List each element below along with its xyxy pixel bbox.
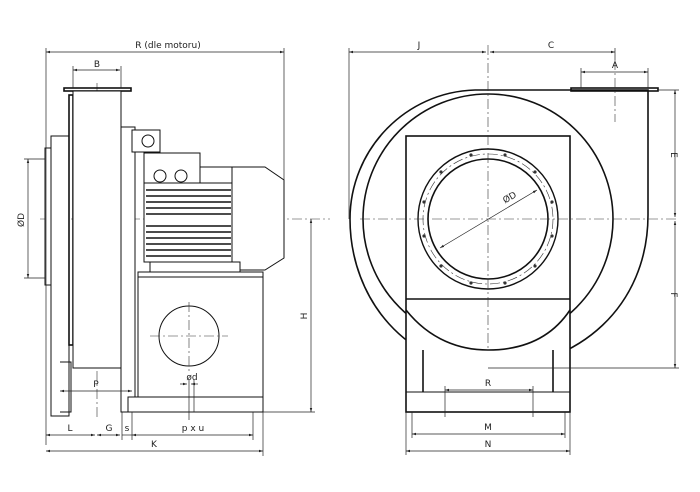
outlet-flange xyxy=(570,87,659,92)
side-view: R (dle motoru) B ØD H P ød L G s p x u K xyxy=(16,41,330,456)
bearing-circle xyxy=(141,134,155,148)
dim-label-s: s xyxy=(125,424,130,434)
dim-label-R: R xyxy=(485,379,491,389)
motor-flange xyxy=(199,166,233,184)
dim-label-H: H xyxy=(300,313,310,320)
motor-cooling-fins xyxy=(146,189,231,257)
dim-label-D: ØD xyxy=(16,213,27,227)
dim-label-A: A xyxy=(612,61,619,71)
front-view: ØD J C A E F R M N xyxy=(348,41,679,455)
bearing-block xyxy=(131,129,161,153)
scroll-lower-arc xyxy=(405,309,571,351)
cable-gland xyxy=(153,169,167,183)
cable-gland xyxy=(174,169,188,183)
dim-label-E: E xyxy=(668,152,678,158)
dim-label-R: R (dle motoru) xyxy=(135,41,200,51)
motor-plate xyxy=(120,126,136,413)
dim-label-F: F xyxy=(668,292,678,297)
back-plate xyxy=(68,94,74,346)
terminal-box xyxy=(143,152,201,184)
dim-label-M: M xyxy=(484,423,492,433)
dim-label-d: ød xyxy=(186,373,197,383)
scroll-housing xyxy=(72,90,122,369)
dim-label-P: P xyxy=(93,380,99,390)
dim-label-N: N xyxy=(485,440,492,450)
dim-label-J: J xyxy=(417,41,421,51)
dim-label-C: C xyxy=(548,41,554,51)
motor-feet xyxy=(149,261,241,273)
dim-label-pxu: p x u xyxy=(182,424,204,434)
dim-label-L: L xyxy=(67,424,72,434)
dim-label-G: G xyxy=(106,424,113,434)
pedestal xyxy=(137,271,264,413)
support-foot xyxy=(60,361,72,413)
base-frame xyxy=(127,396,264,413)
dim-label-K: K xyxy=(151,440,158,450)
fan-cover xyxy=(231,166,285,271)
dim-label-B: B xyxy=(94,60,100,70)
flange-bolt-holes xyxy=(422,153,554,285)
inlet-plate xyxy=(50,135,70,417)
